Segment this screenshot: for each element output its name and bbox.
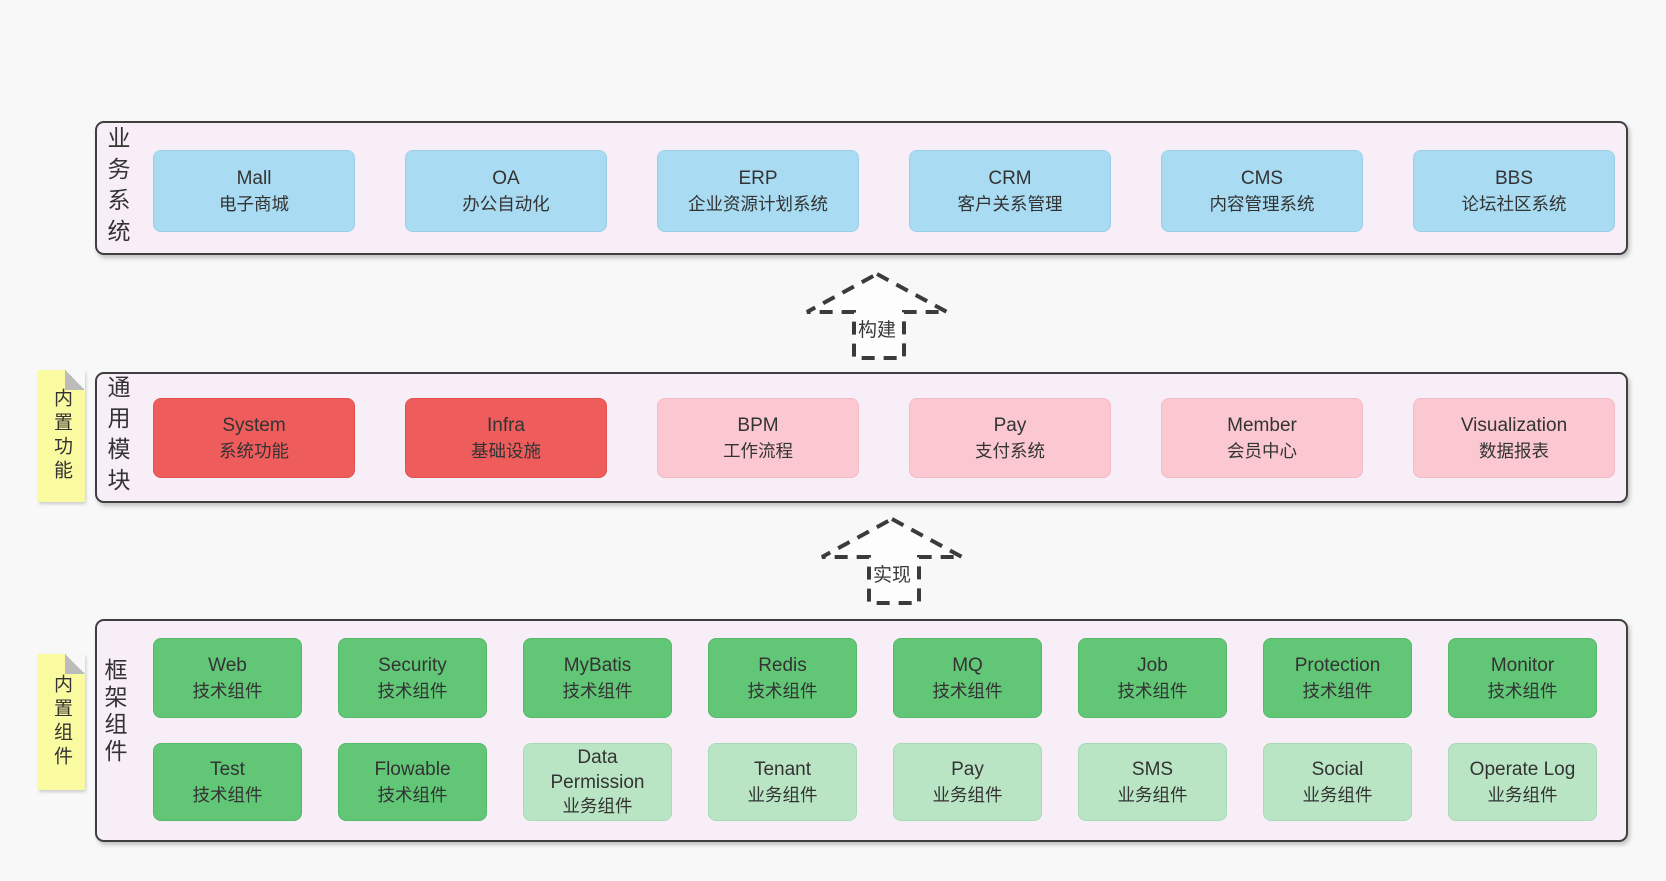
box-en: Mall: [236, 167, 272, 189]
box-zh: 技术组件: [192, 785, 263, 806]
box-infra: Infra 基础设施: [405, 398, 607, 478]
box-en: MQ: [952, 654, 983, 676]
up-arrow-implement-icon: 实现: [819, 515, 965, 607]
box-visualization: Visualization 数据报表: [1413, 398, 1615, 478]
box-protection: Protection 技术组件: [1263, 638, 1412, 718]
tab-built-in-features: 内置功能: [38, 370, 85, 502]
box-data-permission: Data Permission 业务组件: [523, 743, 672, 821]
box-en: Protection: [1294, 654, 1381, 676]
box-sms: SMS 业务组件: [1078, 743, 1227, 821]
box-zh: 技术组件: [1117, 681, 1188, 702]
box-zh: 技术组件: [932, 681, 1003, 702]
box-job: Job 技术组件: [1078, 638, 1227, 718]
box-en: Job: [1137, 654, 1168, 676]
box-test: Test 技术组件: [153, 743, 302, 821]
box-pay-business: Pay 业务组件: [893, 743, 1042, 821]
box-en: BPM: [737, 414, 779, 436]
box-en: Monitor: [1490, 654, 1555, 676]
box-zh: 业务组件: [562, 796, 633, 817]
box-zh: 工作流程: [723, 441, 793, 462]
box-en: Web: [208, 654, 247, 676]
box-mybatis: MyBatis 技术组件: [523, 638, 672, 718]
box-mq: MQ 技术组件: [893, 638, 1042, 718]
box-zh: 系统功能: [219, 441, 289, 462]
box-en: System: [222, 414, 286, 436]
box-tenant: Tenant 业务组件: [708, 743, 857, 821]
box-zh: 企业资源计划系统: [688, 194, 828, 215]
box-member: Member 会员中心: [1161, 398, 1363, 478]
folded-corner-icon: [65, 654, 85, 674]
box-zh: 技术组件: [1487, 681, 1558, 702]
box-zh: 技术组件: [192, 681, 263, 702]
box-web: Web 技术组件: [153, 638, 302, 718]
box-zh: 客户关系管理: [957, 194, 1063, 215]
box-zh: 业务组件: [932, 785, 1003, 806]
box-social: Social 业务组件: [1263, 743, 1412, 821]
box-bpm: BPM 工作流程: [657, 398, 859, 478]
box-erp: ERP 企业资源计划系统: [657, 150, 859, 232]
box-zh: 电子商城: [219, 194, 289, 215]
box-en: Test: [210, 758, 245, 780]
box-zh: 技术组件: [377, 681, 448, 702]
box-operate-log: Operate Log 业务组件: [1448, 743, 1597, 821]
box-monitor: Monitor 技术组件: [1448, 638, 1597, 718]
box-en: Redis: [758, 654, 807, 676]
box-zh: 技术组件: [562, 681, 633, 702]
box-zh: 内容管理系统: [1209, 194, 1315, 215]
box-en: Infra: [486, 414, 526, 436]
box-zh: 支付系统: [975, 441, 1045, 462]
box-zh: 业务组件: [747, 785, 818, 806]
box-bbs: BBS 论坛社区系统: [1413, 150, 1615, 232]
box-zh: 技术组件: [377, 785, 448, 806]
box-en: BBS: [1494, 167, 1534, 189]
box-zh: 办公自动化: [462, 194, 550, 215]
box-en: Flowable: [374, 758, 451, 780]
box-en: SMS: [1131, 758, 1174, 780]
section-label-framework: 框架组件: [101, 658, 127, 766]
box-en: Operate Log: [1469, 758, 1576, 780]
up-arrow-icon: [821, 516, 963, 605]
arrow-label-build: 构建: [857, 320, 896, 341]
box-en: Visualization: [1460, 414, 1568, 436]
box-zh: 技术组件: [1302, 681, 1373, 702]
box-en: Member: [1227, 414, 1297, 436]
box-pay: Pay 支付系统: [909, 398, 1111, 478]
box-system: System 系统功能: [153, 398, 355, 478]
box-en: ERP: [738, 167, 778, 189]
box-security: Security 技术组件: [338, 638, 487, 718]
box-en: MyBatis: [563, 654, 632, 676]
box-en: Pay: [951, 758, 984, 780]
box-en: Security: [378, 654, 447, 676]
box-en: Pay: [993, 414, 1027, 436]
box-zh: 业务组件: [1117, 785, 1188, 806]
box-en: Tenant: [753, 758, 812, 780]
box-en: CRM: [988, 167, 1032, 189]
box-zh: 论坛社区系统: [1461, 194, 1567, 215]
box-zh: 业务组件: [1487, 785, 1558, 806]
box-crm: CRM 客户关系管理: [909, 150, 1111, 232]
box-zh: 基础设施: [471, 441, 541, 462]
up-arrow-build-icon: 构建: [804, 270, 950, 362]
section-label-modules: 通用模块: [104, 375, 130, 499]
box-oa: OA 办公自动化: [405, 150, 607, 232]
box-flowable: Flowable 技术组件: [338, 743, 487, 821]
box-zh: 业务组件: [1302, 785, 1373, 806]
box-zh: 技术组件: [747, 681, 818, 702]
box-zh: 数据报表: [1479, 441, 1549, 462]
box-cms: CMS 内容管理系统: [1161, 150, 1363, 232]
tab-label: 内置功能: [51, 388, 72, 484]
box-en: Social: [1311, 758, 1364, 780]
up-arrow-icon: [806, 271, 948, 360]
tab-label: 内置组件: [51, 674, 72, 770]
box-en: Data Permission: [550, 746, 645, 793]
folded-corner-icon: [65, 370, 85, 390]
section-label-business: 业务系统: [104, 126, 130, 250]
tab-built-in-components: 内置组件: [38, 654, 85, 790]
box-redis: Redis 技术组件: [708, 638, 857, 718]
box-mall: Mall 电子商城: [153, 150, 355, 232]
arrow-label-implement: 实现: [872, 565, 911, 586]
box-en: OA: [492, 167, 520, 189]
box-en: CMS: [1240, 167, 1284, 189]
box-zh: 会员中心: [1227, 441, 1297, 462]
